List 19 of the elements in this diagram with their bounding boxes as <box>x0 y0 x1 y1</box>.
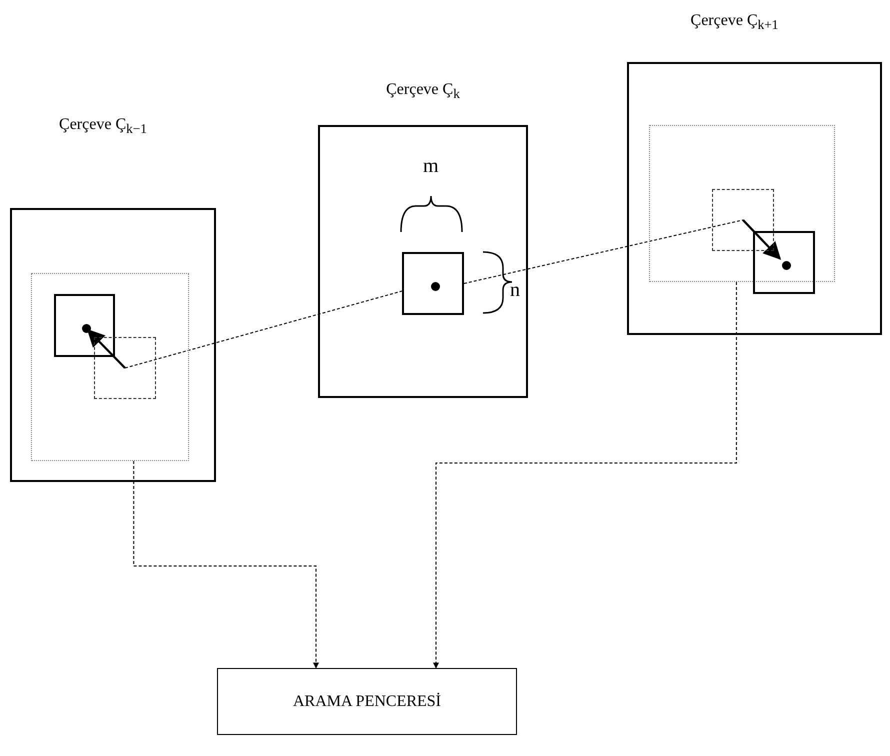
search-window <box>31 273 189 461</box>
frame-title: Çerçeve Ç$_{k+1}$ <box>690 12 778 29</box>
dotted-connector <box>133 460 319 669</box>
dotted-connector <box>464 220 744 284</box>
motion-vector-arrow <box>742 219 782 260</box>
dotted-connector <box>124 290 402 368</box>
block-square <box>54 294 115 357</box>
candidate-block <box>94 337 156 399</box>
block-square <box>753 231 815 294</box>
motion-vector-arrow <box>86 329 126 369</box>
dotted-connector <box>433 282 737 669</box>
block-square <box>402 252 464 315</box>
box-label: ARAMA PENCERESİ <box>292 692 442 710</box>
dimension-label: m <box>423 156 439 176</box>
candidate-block <box>712 189 774 251</box>
frame-title: Çerçeve Ç$_{k}$ <box>386 81 460 98</box>
search-window-box <box>217 668 517 735</box>
dimension-label: n <box>510 280 520 300</box>
frame-title: Çerçeve Ç$_{k−1}$ <box>59 116 147 133</box>
